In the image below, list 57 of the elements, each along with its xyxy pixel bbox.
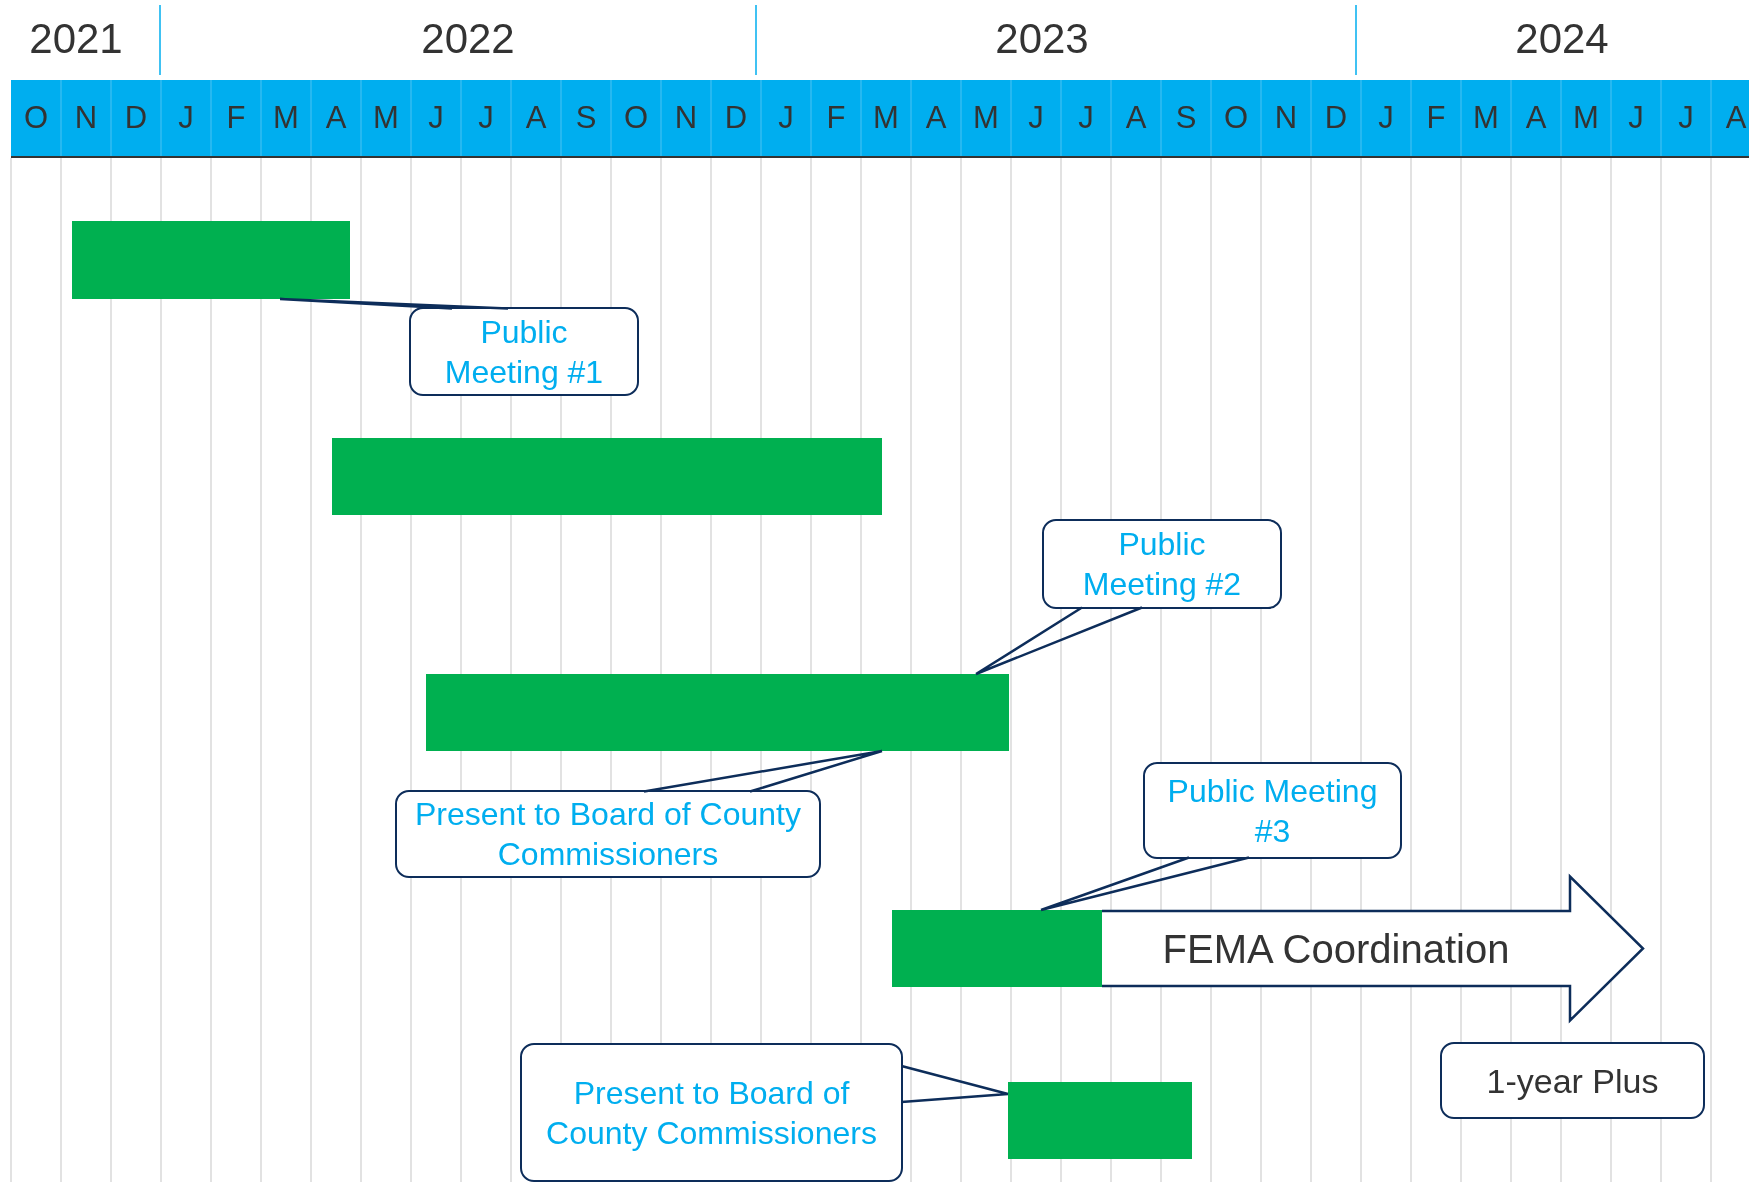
month-label: S (574, 99, 598, 137)
callout-pointer (974, 606, 1144, 676)
month-label: M (372, 99, 400, 137)
month-label: D (723, 99, 749, 137)
year-label: 2022 (420, 14, 516, 64)
month-label: N (673, 99, 699, 137)
note-box: 1-year Plus (1440, 1042, 1705, 1119)
month-label: A (324, 99, 348, 137)
month-label: A (524, 99, 548, 137)
month-label: S (1174, 99, 1198, 137)
month-label: D (1323, 99, 1349, 137)
month-label: J (177, 99, 195, 137)
month-label: O (622, 99, 650, 137)
month-label: A (1724, 99, 1748, 137)
callout-pointer (1039, 856, 1251, 912)
month-label: M (1472, 99, 1500, 137)
gantt-bar (332, 438, 882, 515)
month-label: N (73, 99, 99, 137)
gantt-bar (1008, 1082, 1192, 1159)
year-label: 2023 (994, 14, 1090, 64)
month-label: M (1572, 99, 1600, 137)
month-label: F (225, 99, 247, 137)
callout-bubble: Public Meeting #1 (409, 307, 639, 396)
month-label: J (1077, 99, 1095, 137)
month-label: F (825, 99, 847, 137)
callout-pointer (278, 297, 510, 310)
month-label: F (1425, 99, 1447, 137)
callout-pointer (900, 1064, 1010, 1104)
callout-bubble: Public Meeting #2 (1042, 519, 1282, 609)
month-label: A (1524, 99, 1548, 137)
block-arrow (1100, 873, 1645, 1024)
month-label: J (477, 99, 495, 137)
year-label: 2021 (28, 14, 124, 64)
month-label: J (1377, 99, 1395, 137)
month-label: J (1677, 99, 1695, 137)
month-label: O (22, 99, 50, 137)
callout-bubble: Present to Board of County Commissioners (395, 790, 821, 878)
callout-bubble: Public Meeting #3 (1143, 762, 1402, 859)
month-label: A (924, 99, 948, 137)
month-label: M (872, 99, 900, 137)
month-label: J (777, 99, 795, 137)
gantt-bar (72, 221, 350, 299)
month-label: O (1222, 99, 1250, 137)
callout-pointer (642, 749, 884, 793)
month-label: J (427, 99, 445, 137)
callout-bubble: Present to Board of County Commissioners (520, 1043, 903, 1182)
year-label: 2024 (1514, 14, 1610, 64)
month-label: D (123, 99, 149, 137)
month-label: M (972, 99, 1000, 137)
month-label: M (272, 99, 300, 137)
gantt-bar (892, 910, 1102, 987)
month-label: J (1627, 99, 1645, 137)
month-label: A (1124, 99, 1148, 137)
month-label: N (1273, 99, 1299, 137)
month-label: J (1027, 99, 1045, 137)
edge-label: FEMA Coordination (1161, 925, 1511, 973)
gantt-bar (426, 674, 1009, 751)
